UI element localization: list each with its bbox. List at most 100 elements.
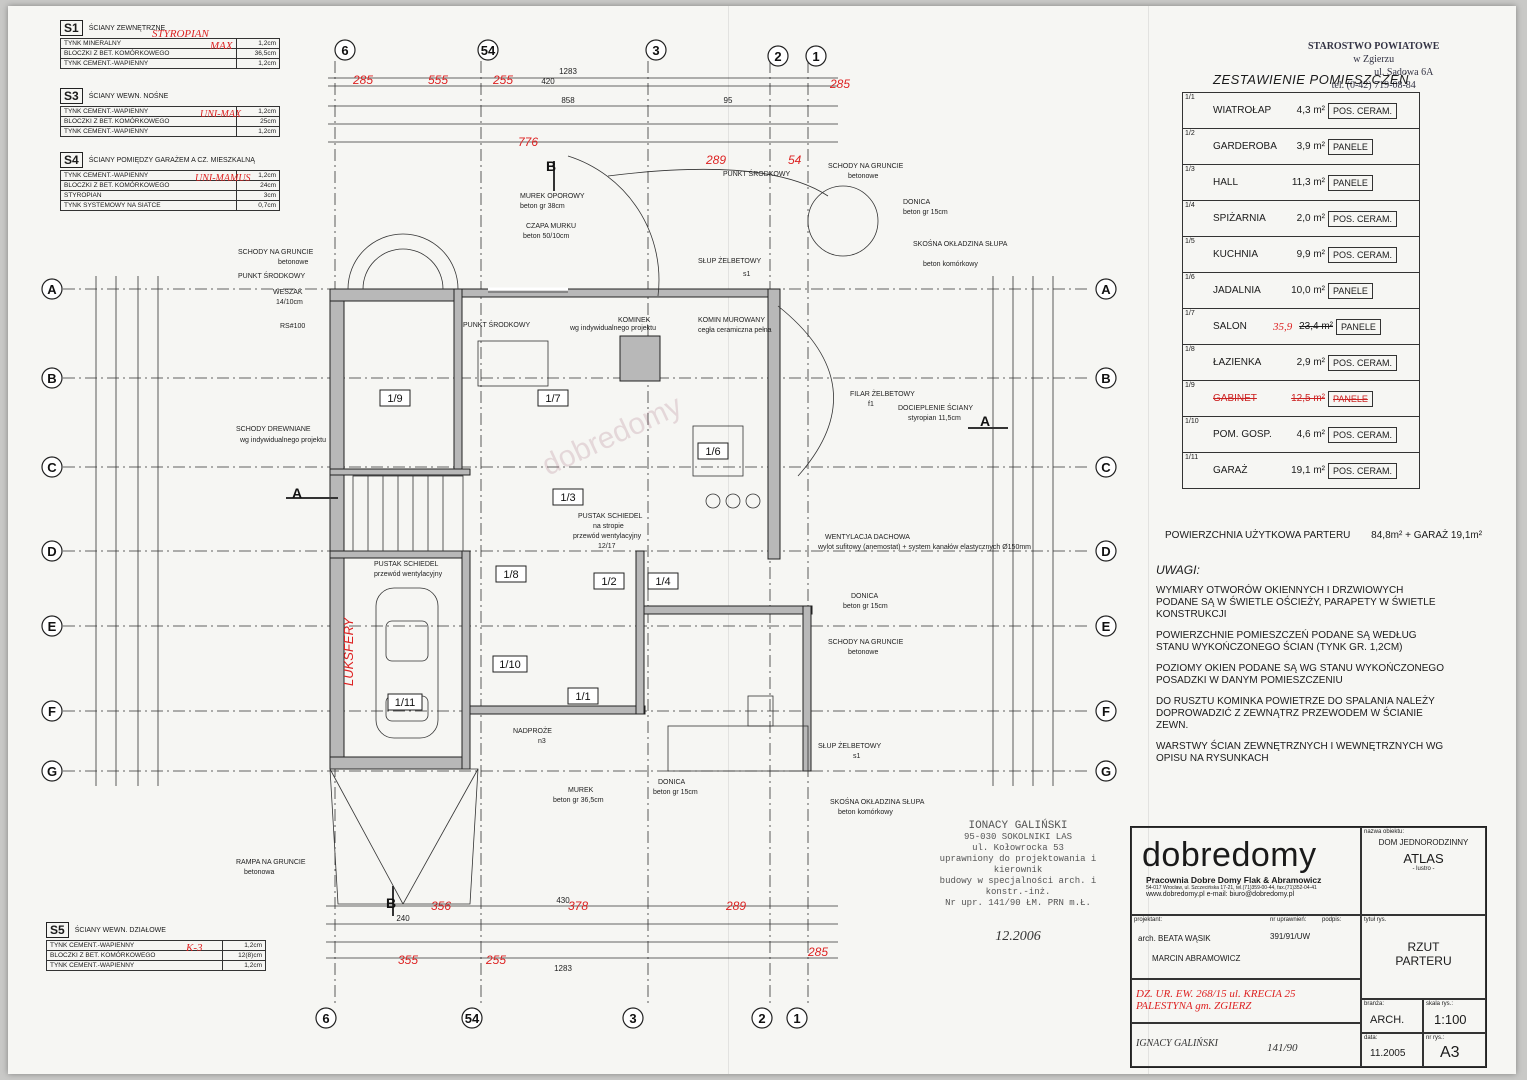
axis-label: B <box>47 371 56 386</box>
svg-text:f1: f1 <box>868 401 874 408</box>
axis-label: 6 <box>322 1011 329 1026</box>
svg-text:378: 378 <box>568 899 588 913</box>
svg-text:beton gr 15cm: beton gr 15cm <box>843 603 888 610</box>
room-number: 1/1 <box>1185 94 1195 101</box>
svg-text:1/4: 1/4 <box>655 576 670 588</box>
room-name: POM. GOSP. <box>1213 429 1272 440</box>
room-area: 10,0 m² <box>1291 285 1325 296</box>
svg-text:PUNKT ŚRODKOWY: PUNKT ŚRODKOWY <box>463 320 530 329</box>
axis-label: E <box>1102 619 1111 634</box>
room-name: SALON <box>1213 321 1247 332</box>
svg-text:DONICA: DONICA <box>658 779 686 786</box>
svg-text:beton 50/10cm: beton 50/10cm <box>523 233 569 240</box>
svg-text:betonowe: betonowe <box>848 173 878 180</box>
room-number: 1/6 <box>1185 274 1195 281</box>
room-finish: POS. CERAM. <box>1328 210 1398 227</box>
svg-text:styropian 11,5cm: styropian 11,5cm <box>908 415 961 422</box>
room-number: 1/10 <box>1185 418 1199 425</box>
room-finish: POS. CERAM. <box>1328 426 1398 443</box>
axis-label: A <box>47 282 57 297</box>
svg-text:SCHODY NA GRUNCIE: SCHODY NA GRUNCIE <box>828 163 904 170</box>
svg-text:1283: 1283 <box>554 964 572 973</box>
svg-text:SKOŚNA OKŁADZINA SŁUPA: SKOŚNA OKŁADZINA SŁUPA <box>913 239 1008 248</box>
room-number: 1/11 <box>1185 454 1199 461</box>
svg-text:beton komórkowy: beton komórkowy <box>923 261 978 268</box>
svg-text:CZAPA MURKU: CZAPA MURKU <box>526 223 576 230</box>
svg-text:1/2: 1/2 <box>601 576 616 588</box>
axis-label: F <box>48 704 56 719</box>
room-labels: 1/9 1/7 1/3 1/6 1/8 1/2 1/4 1/10 1/1 1/1… <box>379 389 729 711</box>
room-area: 12,5 m² <box>1291 393 1325 404</box>
axis-label: C <box>47 460 57 475</box>
svg-text:SŁUP ŻELBETOWY: SŁUP ŻELBETOWY <box>818 741 881 750</box>
svg-text:1/6: 1/6 <box>705 446 720 458</box>
svg-text:285: 285 <box>352 73 373 87</box>
room-area: 2,0 m² <box>1296 213 1325 224</box>
svg-text:1/7: 1/7 <box>545 393 560 405</box>
svg-text:na stropie: na stropie <box>593 523 624 530</box>
room-area: 4,6 m² <box>1296 429 1325 440</box>
rooms-table-title: ZESTAWIENIE POMIESZCZEŃ <box>1213 72 1409 87</box>
section-marks: A A B B <box>292 158 990 911</box>
room-name: GARAŻ <box>1213 465 1248 476</box>
room-finish: PANELE <box>1328 282 1373 299</box>
svg-text:beton gr 15cm: beton gr 15cm <box>653 789 698 796</box>
svg-text:cegła ceramiczna pełna: cegła ceramiczna pełna <box>698 327 772 334</box>
handwritten-note: K-3 <box>186 942 203 954</box>
architect-stamp: IONACY GALIŃSKI 95-030 SOKOLNIKI LAS ul.… <box>939 820 1097 944</box>
room-number: 1/8 <box>1185 346 1195 353</box>
room-area: 4,3 m² <box>1296 105 1325 116</box>
grid-axis-bubbles: 6 54 3 2 1 6 54 3 2 1 A B C D E F G A B … <box>41 39 1117 1029</box>
svg-text:430: 430 <box>556 896 570 905</box>
svg-text:356: 356 <box>431 899 451 913</box>
room-name: HALL <box>1213 177 1239 188</box>
axis-label: 1 <box>812 49 819 64</box>
room-finish: POS. CERAM. <box>1328 246 1398 263</box>
svg-text:przewód wentylacyjny: przewód wentylacyjny <box>374 571 443 578</box>
svg-text:1/1: 1/1 <box>575 691 590 703</box>
handwritten-note: MAX <box>210 40 233 52</box>
room-area: 11,3 m² <box>1291 177 1325 188</box>
axis-label: 54 <box>465 1011 480 1026</box>
room-number: 1/5 <box>1185 238 1195 245</box>
axis-label: B <box>1101 371 1110 386</box>
svg-text:289: 289 <box>725 899 746 913</box>
svg-text:B: B <box>386 895 396 911</box>
svg-text:SCHODY NA GRUNCIE: SCHODY NA GRUNCIE <box>238 249 314 256</box>
handwritten-correction: 35,9 <box>1273 320 1293 333</box>
svg-text:s1: s1 <box>743 271 751 278</box>
svg-text:MUREK: MUREK <box>568 787 594 794</box>
svg-text:555: 555 <box>428 73 448 87</box>
room-finish: POS. CERAM. <box>1328 354 1398 371</box>
svg-text:beton gr 36,5cm: beton gr 36,5cm <box>553 797 604 804</box>
svg-text:12/17: 12/17 <box>598 543 616 550</box>
svg-text:1/8: 1/8 <box>503 569 518 581</box>
usable-area: POWIERZCHNIA UŻYTKOWA PARTERU 84,8m² + G… <box>1165 530 1483 541</box>
room-area: 19,1 m² <box>1291 465 1325 476</box>
svg-text:A: A <box>980 413 990 429</box>
plan-annotations: SCHODY NA GRUNCIE betonowe PUNKT ŚRODKOW… <box>236 163 1031 876</box>
room-finish: PANELE <box>1328 174 1373 191</box>
axis-label: 54 <box>481 43 496 58</box>
room-number: 1/9 <box>1185 382 1195 389</box>
svg-text:1/11: 1/11 <box>395 697 416 709</box>
svg-text:1/10: 1/10 <box>499 659 520 671</box>
room-name: GABINET <box>1213 393 1257 404</box>
svg-text:FILAR ŻELBETOWY: FILAR ŻELBETOWY <box>850 389 915 398</box>
svg-text:PUNKT ŚRODKOWY: PUNKT ŚRODKOWY <box>723 169 790 178</box>
company-box: dobredomy Pracownia Dobre Domy Flak & Ab… <box>1131 827 1361 915</box>
room-finish: POS. CERAM. <box>1328 462 1398 479</box>
svg-text:420: 420 <box>541 77 555 86</box>
svg-text:KOMIN MUROWANY: KOMIN MUROWANY <box>698 317 765 324</box>
title-block: dobredomy Pracownia Dobre Domy Flak & Ab… <box>1130 826 1487 1068</box>
axis-label: 3 <box>652 43 659 58</box>
